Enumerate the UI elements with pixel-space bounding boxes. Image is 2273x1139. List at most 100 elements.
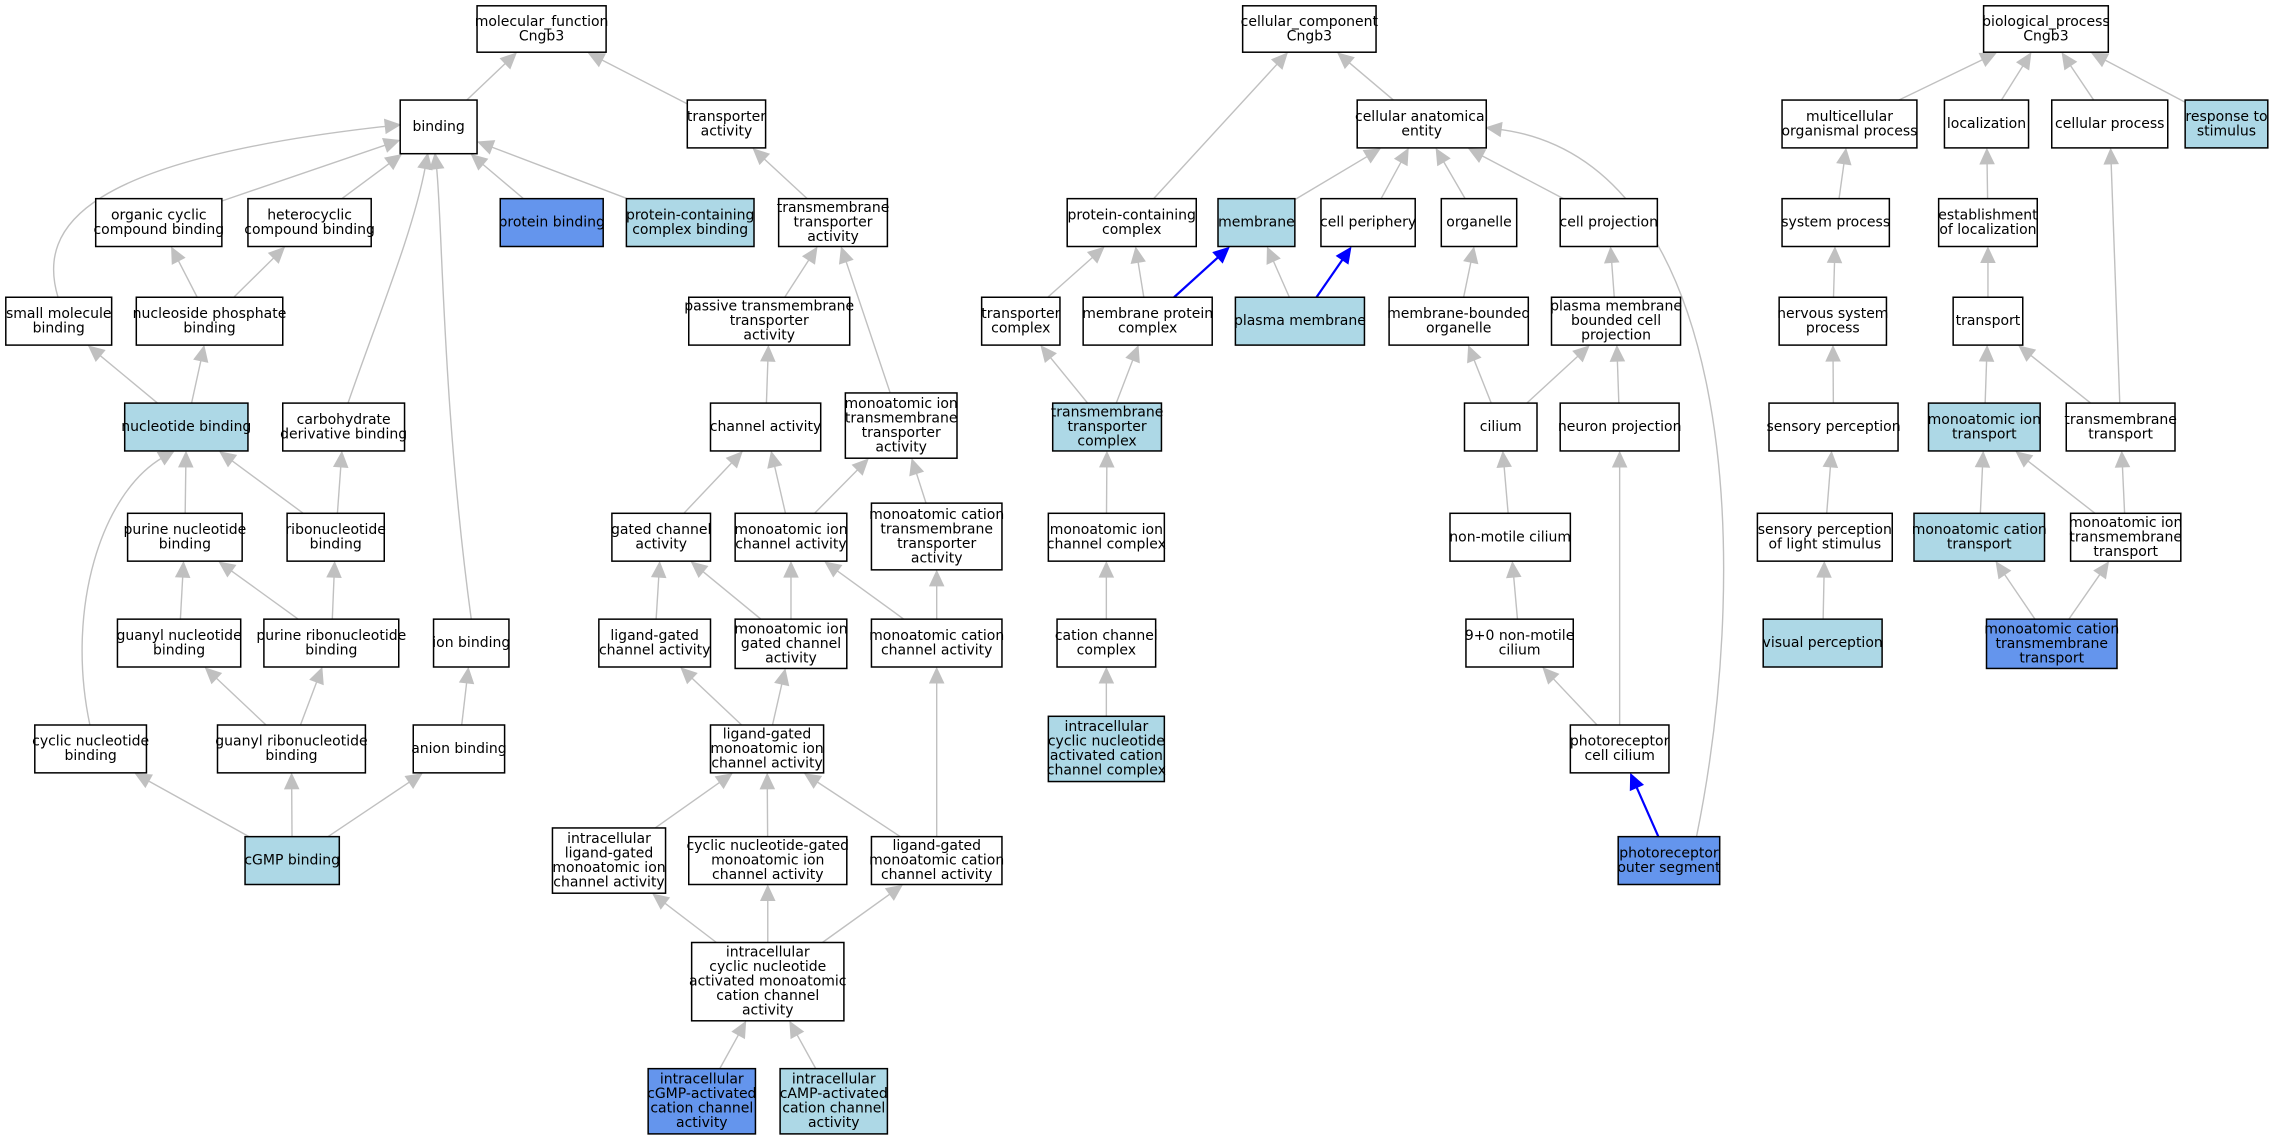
edge-photoreceptor-outer-segment-to-photoreceptor-cell-cilium-arrowhead: [1629, 772, 1645, 792]
node-binding[interactable]: binding: [399, 99, 478, 155]
node-label-line: photoreceptor: [1570, 734, 1670, 750]
node-monoatomic-cation-transmembrane-transporter[interactable]: monoatomic cationtransmembranetransporte…: [869, 502, 1004, 571]
node-label-line: monoatomic ion: [734, 621, 847, 637]
node-sensory-perception[interactable]: sensory perception: [1766, 402, 1901, 452]
node-label-line: multicellular: [1806, 109, 1893, 125]
edge-membrane-protein-complex-to-membrane-arrowhead: [1212, 246, 1230, 264]
node-label-line: organic cyclic: [111, 207, 207, 223]
node-cgmp-binding[interactable]: cGMP binding: [244, 835, 341, 886]
node-transport[interactable]: transport: [1952, 296, 2024, 346]
node-nucleotide-binding[interactable]: nucleotide binding: [121, 402, 251, 452]
node-protein-binding[interactable]: protein binding: [499, 197, 605, 248]
node-membrane[interactable]: membrane: [1217, 197, 1296, 248]
edge-binding-to-molecular-function-arrowhead: [499, 52, 517, 70]
edge-transmembrane-transport-to-cellular-process-arrowhead: [2103, 147, 2119, 165]
node-label-line: transporter: [862, 425, 941, 441]
node-localization[interactable]: localization: [1943, 99, 2030, 149]
node-box: [1778, 296, 1888, 346]
edge-non-motile-cilium-to-cilium: [1503, 464, 1509, 514]
node-label-line: gated channel: [611, 522, 711, 538]
node-plasma-membrane[interactable]: plasma membrane: [1234, 296, 1366, 346]
edge-organelle-to-cellular-anatomical-entity-arrowhead: [1435, 147, 1451, 167]
node-label-line: binding: [183, 320, 235, 336]
node-cellular-process[interactable]: cellular process: [2051, 99, 2169, 149]
node-visual-perception[interactable]: visual perception: [1762, 618, 1883, 668]
node-box: [980, 296, 1061, 346]
node-label-line: channel activity: [710, 419, 821, 435]
edge-ligand-gated-monoatomic-ion-channel-to-monoatomic-ion-gated-channel: [771, 681, 783, 726]
edge-monoatomic-ion-transmembrane-transport-to-transmembrane-transport: [2121, 464, 2126, 514]
node-non-motile-cilium[interactable]: non-motile cilium: [1449, 512, 1572, 562]
node-organelle[interactable]: organelle: [1440, 197, 1518, 248]
node-monoatomic-ion-transmembrane-transporter[interactable]: monoatomic iontransmembranetransporterac…: [845, 392, 958, 459]
node-box: [1617, 835, 1721, 886]
edge-nucleotide-binding-to-small-molecule-binding: [98, 353, 158, 404]
edge-plasma-membrane-to-membrane-arrowhead: [1266, 246, 1281, 265]
node-label-line: cation channel: [1055, 628, 1158, 644]
edge-channel-activity-to-passive-transmembrane-arrowhead: [760, 344, 776, 362]
node-cell-projection[interactable]: cell projection: [1559, 197, 1659, 248]
node-label-line: plasma membrane: [1550, 299, 1682, 315]
node-cilium[interactable]: cilium: [1463, 402, 1538, 452]
node-anion-binding[interactable]: anion binding: [411, 724, 507, 774]
node-neuron-projection[interactable]: neuron projection: [1558, 402, 1682, 452]
node-system-process[interactable]: system process: [1781, 197, 1890, 248]
node-channel-activity[interactable]: channel activity: [709, 402, 822, 452]
node-ion-binding[interactable]: ion binding: [432, 618, 510, 668]
node-cell-periphery[interactable]: cell periphery: [1320, 197, 1416, 248]
